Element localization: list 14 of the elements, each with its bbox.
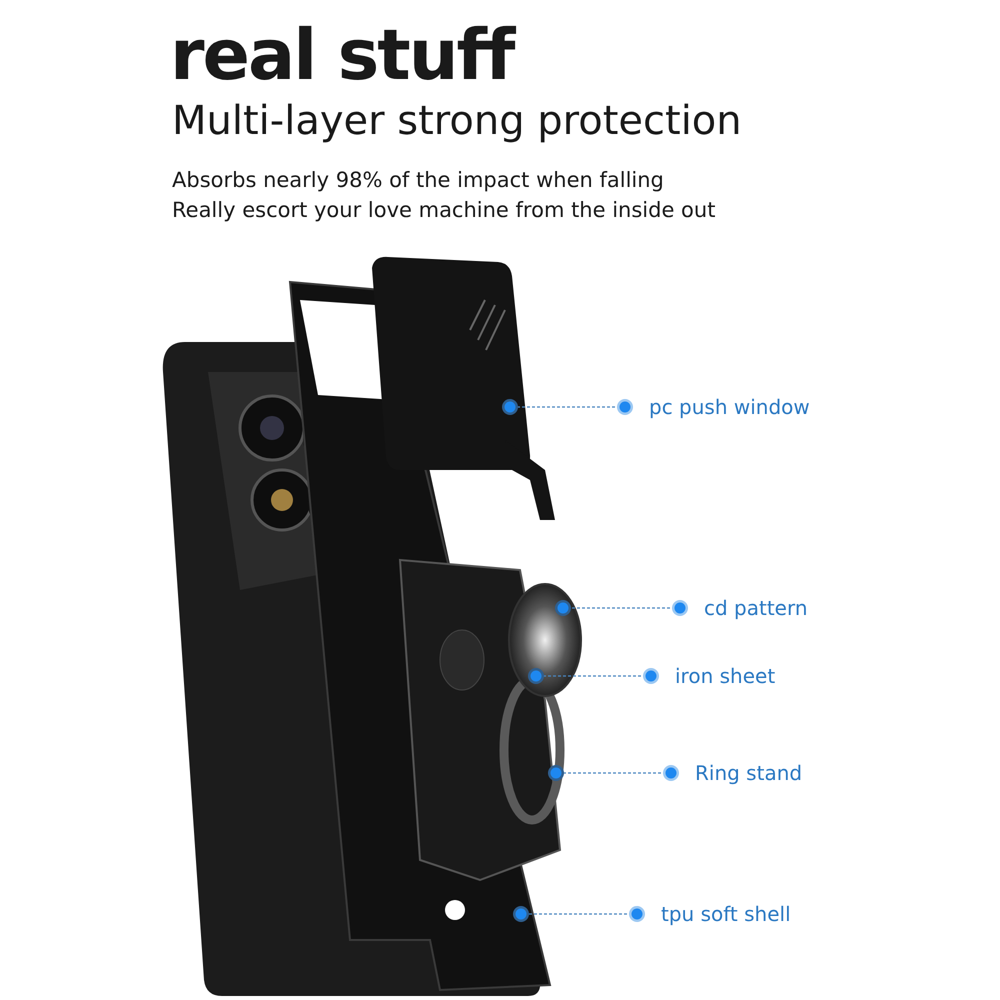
title: real stuff <box>170 14 514 96</box>
callout-label: Ring stand <box>671 759 802 787</box>
callout-label: iron sheet <box>651 662 776 690</box>
description: Absorbs nearly 98% of the impact when falling <box>172 168 664 192</box>
callout-label: tpu soft shell <box>637 900 791 928</box>
callout-label: pc push window <box>625 393 810 421</box>
leader-line <box>502 399 633 415</box>
leader-line <box>513 906 645 922</box>
leader-line <box>555 600 688 616</box>
description: Really escort your love machine from the inside out <box>172 198 716 222</box>
subtitle: Multi-layer strong protection <box>172 98 742 144</box>
callout-label: cd pattern <box>680 594 808 622</box>
leader-line <box>528 668 659 684</box>
leader-line <box>548 765 679 781</box>
